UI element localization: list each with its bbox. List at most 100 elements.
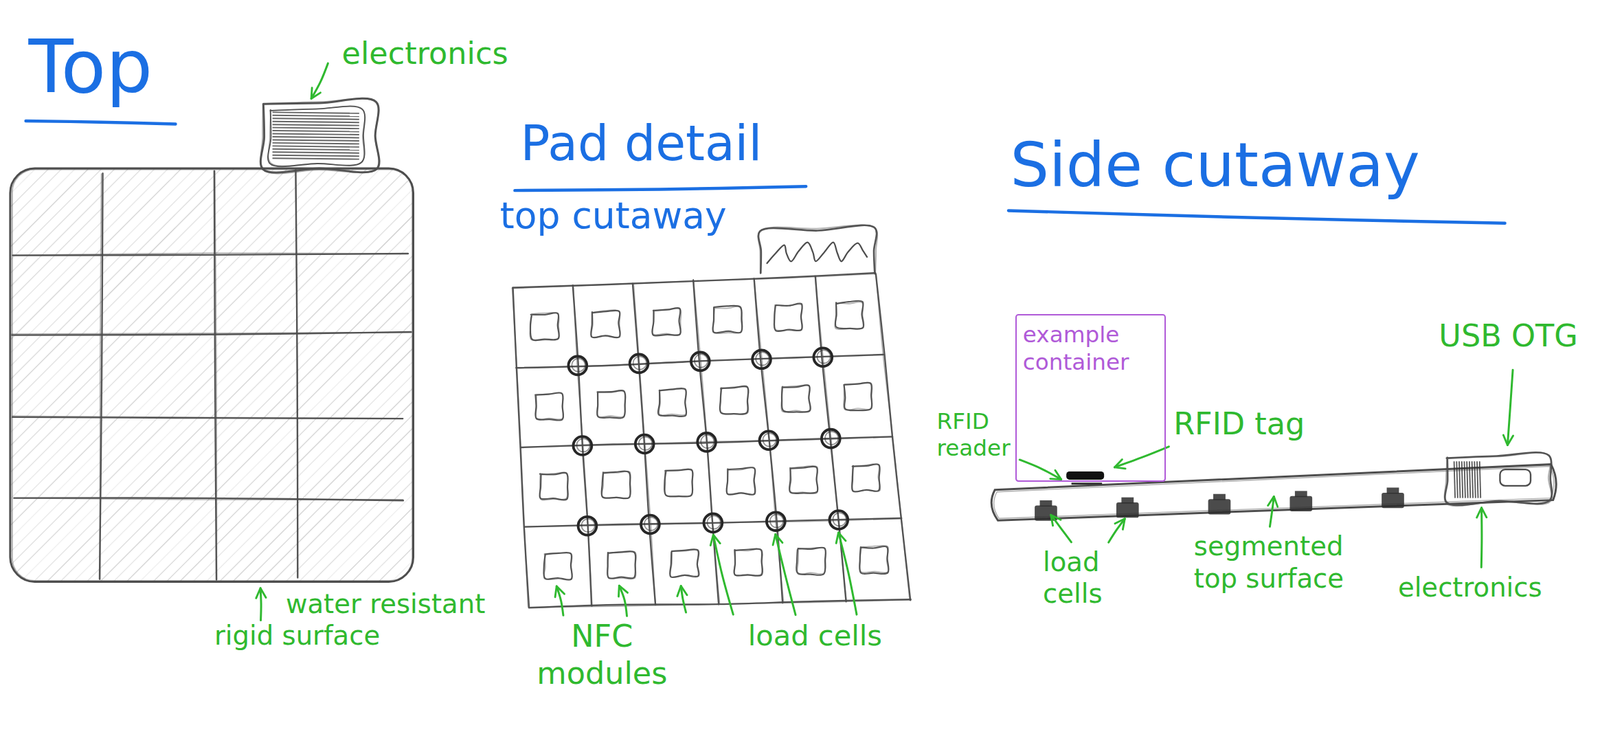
shading-stroke [10, 168, 414, 582]
nfc-module-symbol [719, 386, 749, 415]
pad-segment-line [12, 252, 409, 255]
nfc-module-symbol [835, 300, 864, 330]
shading-stroke [182, 168, 414, 582]
electronics-hatch [1477, 460, 1478, 498]
electronics-hatch [272, 115, 360, 117]
leader-arrow [713, 534, 734, 615]
pad-grid-line [512, 272, 876, 288]
electronics-hatch [272, 139, 360, 141]
load-cell-symbol [578, 516, 597, 536]
load-cell-symbol [752, 349, 771, 369]
heading-underline [26, 120, 176, 125]
nfc-module-symbol [834, 301, 865, 330]
leader-arrow [1108, 518, 1126, 543]
usb-port-symbol [1499, 469, 1531, 486]
electronics-hatch [272, 158, 360, 159]
leader-arrow [311, 63, 328, 99]
nfc-module-symbol [535, 392, 564, 420]
electronics-box [260, 98, 380, 173]
electronics-hatch [272, 124, 360, 126]
label-holder: electronics [1398, 571, 1543, 604]
pad-segment-line [11, 332, 412, 334]
nfc-module-symbol [843, 381, 873, 411]
callout-label: electronics [1398, 571, 1543, 604]
shading-stroke [10, 168, 307, 582]
pad-segment-line [14, 498, 404, 500]
shading-stroke [10, 168, 333, 582]
load-cell-symbol [766, 511, 786, 531]
box-text: example container [1022, 321, 1152, 376]
leader-arrow [259, 588, 263, 621]
load-cell-symbol [816, 349, 830, 363]
electronics-hatch [272, 118, 360, 119]
pad-outline [10, 168, 414, 582]
nfc-module-symbol [658, 388, 687, 417]
pad-grid-line [512, 273, 877, 288]
nfc-module-symbol [781, 384, 811, 412]
nfc-module-symbol [859, 546, 889, 574]
load-cell-symbol [813, 347, 832, 367]
callout-label: load cells [748, 618, 883, 653]
shading-stroke [89, 168, 414, 582]
load-cell-symbol [1381, 492, 1405, 508]
nfc-module-symbol [733, 548, 763, 576]
shading-stroke [10, 168, 414, 582]
leader-arrow [1480, 507, 1484, 568]
shading-stroke [235, 168, 413, 582]
label-holder: RFID tag [1173, 406, 1305, 443]
shading-stroke [381, 168, 414, 582]
electronics-hatch [272, 145, 360, 147]
callout-label: USB OTG [1438, 318, 1578, 355]
shading-stroke [129, 168, 414, 582]
load-cell-symbol [638, 436, 652, 450]
shading-stroke [103, 168, 414, 582]
leader-arrow [1269, 496, 1274, 527]
nfc-module-symbol [774, 302, 803, 332]
electronics-box [1444, 452, 1552, 505]
nfc-module-symbol [843, 382, 872, 411]
pad-segment-line [99, 173, 104, 579]
load-cell-symbol [770, 513, 784, 527]
pad-segment-line [13, 253, 409, 256]
label-holder: Pad detail [520, 114, 763, 174]
shading-stroke [10, 168, 413, 582]
shading-stroke [76, 168, 413, 582]
shading-stroke [342, 168, 414, 582]
shading-stroke [50, 168, 414, 582]
shading-stroke [10, 168, 68, 582]
electronics-hatch [272, 130, 360, 132]
callout-label: load cells [1042, 546, 1129, 611]
electronics-box [1444, 452, 1552, 506]
label-holder: top cutaway [500, 193, 727, 238]
surface-shading [10, 168, 414, 582]
load-cell-symbol [697, 432, 716, 452]
shading-stroke [23, 168, 413, 582]
electronics-hatch [1474, 460, 1475, 498]
electronics-hatch [272, 142, 360, 144]
shading-stroke [208, 168, 413, 582]
nfc-module-symbol [539, 472, 568, 501]
nfc-module-symbol [726, 467, 756, 495]
top-surface-plate [991, 464, 1557, 521]
nfc-module-symbol [851, 463, 881, 492]
heading-underline [1008, 210, 1506, 223]
callout-label: NFC modules [525, 618, 679, 692]
nfc-module-symbol [596, 390, 626, 418]
shading-stroke [10, 168, 81, 582]
shading-stroke [10, 168, 161, 582]
electronics-hatch [1466, 460, 1468, 498]
nfc-module-symbol [658, 388, 687, 416]
shading-stroke [262, 168, 414, 582]
load-cell-symbol [1213, 493, 1226, 501]
shading-stroke [302, 168, 414, 582]
pad-outline [12, 168, 413, 580]
shading-stroke [315, 168, 414, 582]
nfc-module-symbol [796, 547, 826, 576]
nfc-module-symbol [601, 471, 631, 499]
shading-stroke [116, 168, 413, 582]
pad-segment-line [215, 171, 218, 580]
load-cell-symbol [581, 518, 595, 532]
load-cell-symbol [568, 356, 587, 376]
electronics-hatch [1456, 460, 1458, 498]
